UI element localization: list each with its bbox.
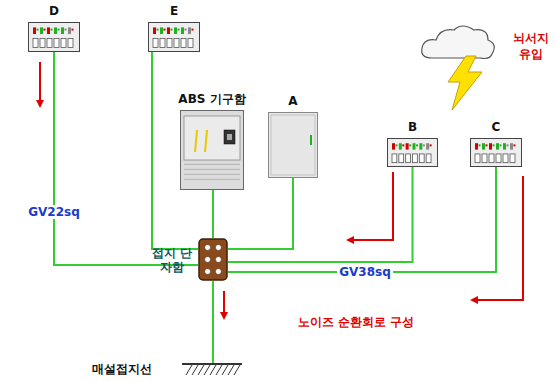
equipment-panel: D [28, 22, 80, 52]
panel-shape [387, 138, 438, 167]
equipment-box: A [268, 112, 318, 178]
noise-loop-note: 노이즈 순환회로 구성 [298, 314, 414, 330]
node-label: D [49, 4, 59, 18]
node-label: 접지 단자함 [151, 245, 192, 274]
ground-shape [182, 362, 242, 376]
term-shape [198, 238, 228, 281]
ground-terminal-box: 접지 단자함 [198, 238, 228, 281]
equipment-panel: E [148, 22, 200, 52]
cable-spec: GV22sq [26, 205, 82, 219]
cable-spec: GV38sq [337, 265, 393, 279]
panel-shape [28, 22, 80, 52]
surge-note: 뇌서지 유입 [508, 30, 554, 62]
lightning-bolt [448, 56, 482, 110]
equipment-panel: B [387, 138, 438, 167]
ground-wire [212, 281, 214, 363]
node-label: ABS 기구함 [178, 92, 245, 106]
noise-current-arrows [40, 62, 523, 318]
equipment-panel: C [470, 138, 522, 167]
node-label: A [288, 94, 297, 108]
node-label: E [170, 4, 178, 18]
abs-cabinet: ABS 기구함 [180, 110, 244, 190]
ground-wire [212, 190, 214, 238]
buried-ground-wire: 매설접지선 [182, 362, 242, 376]
panel-shape [148, 22, 200, 52]
box-shape [268, 112, 318, 178]
abs-shape [180, 110, 244, 190]
ground-wire [54, 52, 198, 265]
node-label: C [492, 120, 501, 134]
node-label: 매설접지선 [92, 362, 152, 376]
cloud-icon [422, 26, 495, 59]
panel-shape [470, 138, 522, 167]
ground-wire [228, 167, 413, 262]
node-label: B [408, 120, 417, 134]
ground-wire [228, 167, 496, 272]
